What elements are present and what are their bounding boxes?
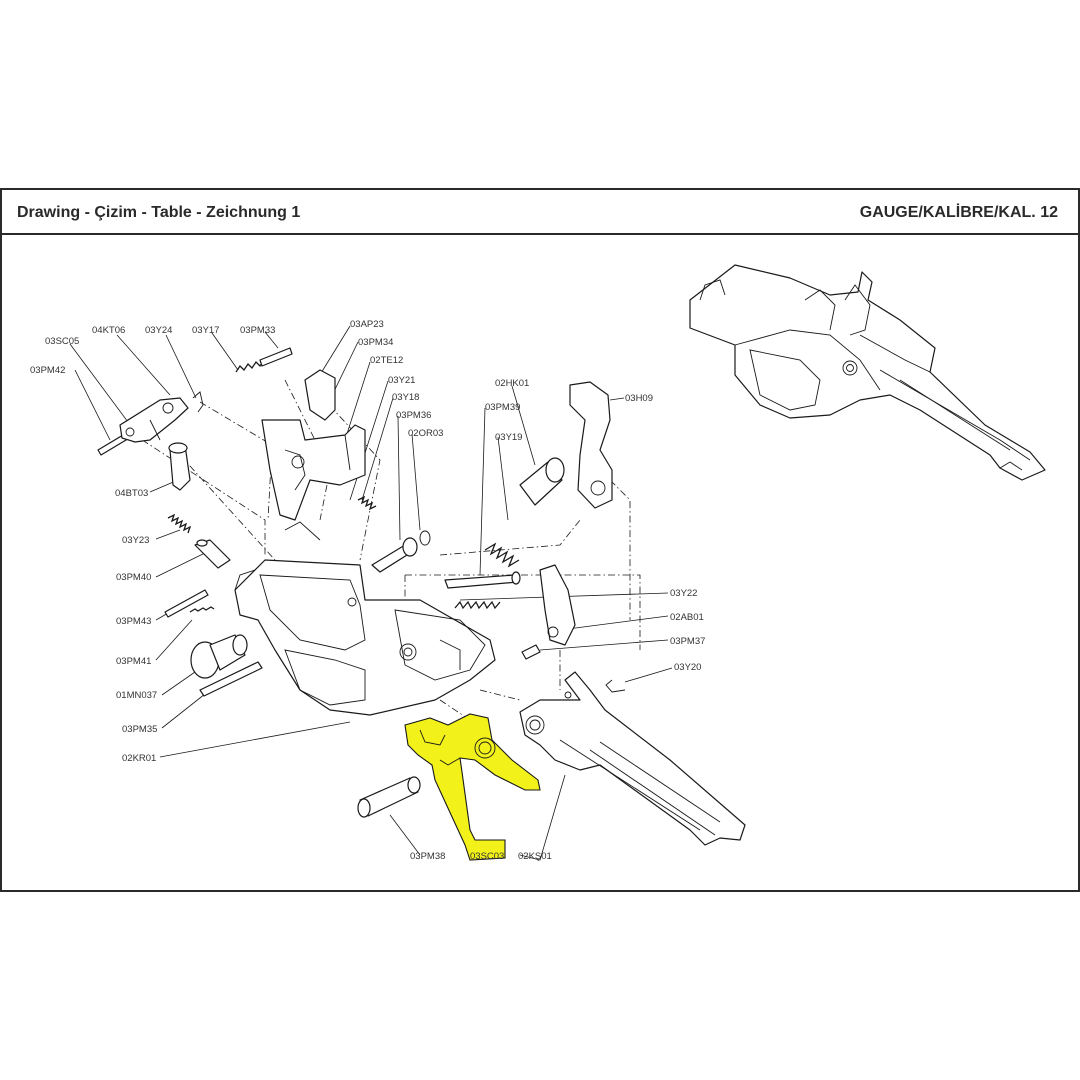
small-parts-top (235, 347, 431, 573)
label-03Y20: 03Y20 (674, 662, 701, 673)
label-03Y19: 03Y19 (495, 432, 522, 443)
label-02KR01: 02KR01 (122, 753, 156, 764)
label-03PM41: 03PM41 (116, 656, 151, 667)
label-03PM42: 03PM42 (30, 365, 65, 376)
label-03PM38: 03PM38 (410, 851, 445, 862)
label-03SC05: 03SC05 (45, 336, 79, 347)
pin-03PM38 (357, 776, 421, 818)
label-03PM40: 03PM40 (116, 572, 151, 583)
label-03SC03: 03SC03 (470, 851, 504, 862)
label-03Y24: 03Y24 (145, 325, 172, 336)
label-03H09: 03H09 (625, 393, 653, 404)
part-labels: 03SC05 04KT06 03Y24 03Y17 03PM33 03AP23 … (30, 319, 705, 862)
label-03Y22: 03Y22 (670, 588, 697, 599)
label-04BT03: 04BT03 (115, 488, 148, 499)
drawing-title: Drawing - Çizim - Table - Zeichnung 1 (17, 204, 301, 221)
small-parts-left (97, 391, 263, 697)
label-02HK01: 02HK01 (495, 378, 529, 389)
assembled-trigger-group (689, 264, 1046, 481)
assembly-guide-lines (129, 379, 641, 721)
label-02KS01: 02KŞ01 (518, 851, 552, 862)
label-04KT06: 04KT06 (92, 325, 125, 336)
label-03Y21: 03Y21 (388, 375, 415, 386)
label-01MN037: 01MN037 (116, 690, 157, 701)
label-02TE12: 02TE12 (370, 355, 403, 366)
label-03PM35: 03PM35 (122, 724, 157, 735)
sheet-header: Drawing - Çizim - Table - Zeichnung 1 GA… (2, 190, 1078, 235)
label-03PM36: 03PM36 (396, 410, 431, 421)
label-03Y17: 03Y17 (192, 325, 219, 336)
label-02AB01: 02AB01 (670, 612, 704, 623)
gauge-label: GAUGE/KALİBRE/KAL. 12 (859, 204, 1058, 221)
label-03Y18: 03Y18 (392, 392, 419, 403)
label-03Y23: 03Y23 (122, 535, 149, 546)
label-02OR03: 02OR03 (408, 428, 443, 439)
label-03PM43: 03PM43 (116, 616, 151, 627)
label-03AP23: 03AP23 (350, 319, 384, 330)
drawing-sheet: Drawing - Çizim - Table - Zeichnung 1 GA… (0, 188, 1080, 892)
trigger-bar-02KS01 (519, 671, 746, 846)
highlighted-part-03SC03 (404, 713, 541, 861)
small-parts-right (444, 381, 626, 693)
label-03PM34: 03PM34 (358, 337, 393, 348)
label-03PM39: 03PM39 (485, 402, 520, 413)
label-03PM33: 03PM33 (240, 325, 275, 336)
receiver-02KR01 (234, 559, 496, 716)
label-03PM37: 03PM37 (670, 636, 705, 647)
